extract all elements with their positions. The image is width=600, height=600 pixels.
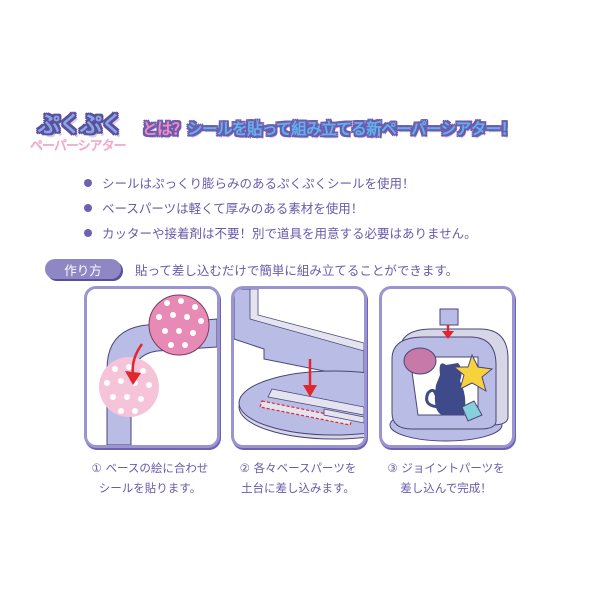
- headline-question: とは？: [142, 120, 188, 138]
- caption-line: ① ベースの絵に合わせ: [91, 461, 209, 475]
- caption-line: ② 各々ベースパーツを: [239, 461, 357, 475]
- feature-list: シールはぷっくり膨らみのあるぷくぷくシールを使用！ ベースパーツは軽くて厚みのあ…: [84, 170, 477, 245]
- caption-line: シールを貼ります。: [98, 481, 202, 495]
- headline-tagline: シールを貼って組み立てる新ペーパーシアター！: [187, 120, 516, 138]
- feature-text: ベースパーツは軽くて厚みのある素材を使用！: [102, 201, 364, 216]
- step-3-caption: ③ ジョイントパーツを 差し込んで完成！: [366, 458, 526, 498]
- step-3-illustration: [379, 286, 515, 448]
- product-logo: ぷくぷく ペーパーシアター: [30, 107, 140, 155]
- feature-item: シールはぷっくり膨らみのあるぷくぷくシールを使用！: [84, 170, 477, 195]
- bullet-icon: [84, 203, 92, 212]
- base-insertion-icon: [234, 289, 364, 440]
- step-2-illustration: [231, 286, 367, 448]
- feature-item: カッターや接着剤は不要！別で道具を用意する必要はありません。: [84, 220, 477, 245]
- step-2-caption: ② 各々ベースパーツを 土台に差し込みます。: [218, 458, 378, 498]
- caption-line: ③ ジョイントパーツを: [387, 461, 505, 475]
- feature-text: カッターや接着剤は不要！別で道具を用意する必要はありません。: [102, 226, 477, 241]
- step-1-caption: ① ベースの絵に合わせ シールを貼ります。: [70, 458, 230, 498]
- howto-section-header: 作り方 貼って差し込むだけで簡単に組み立てることができます。: [45, 259, 458, 279]
- caption-line: 土台に差し込みます。: [241, 481, 355, 495]
- howto-description: 貼って差し込むだけで簡単に組み立てることができます。: [135, 262, 459, 278]
- logo-title: ぷくぷく: [38, 113, 123, 138]
- step-1-illustration: [84, 286, 220, 448]
- feature-item: ベースパーツは軽くて厚みのある素材を使用！: [84, 195, 477, 220]
- page-headline: とは？シールを貼って組み立てる新ペーパーシアター！: [142, 117, 516, 139]
- howto-badge: 作り方: [45, 259, 121, 279]
- caption-line: 差し込んで完成！: [400, 481, 492, 495]
- feature-text: シールはぷっくり膨らみのあるぷくぷくシールを使用！: [102, 176, 415, 191]
- joint-completion-icon: [389, 308, 509, 442]
- sticker-placement-icon: [99, 294, 217, 445]
- bullet-icon: [84, 228, 92, 237]
- bullet-icon: [84, 178, 92, 187]
- logo-subtitle: ペーパーシアター: [30, 139, 127, 154]
